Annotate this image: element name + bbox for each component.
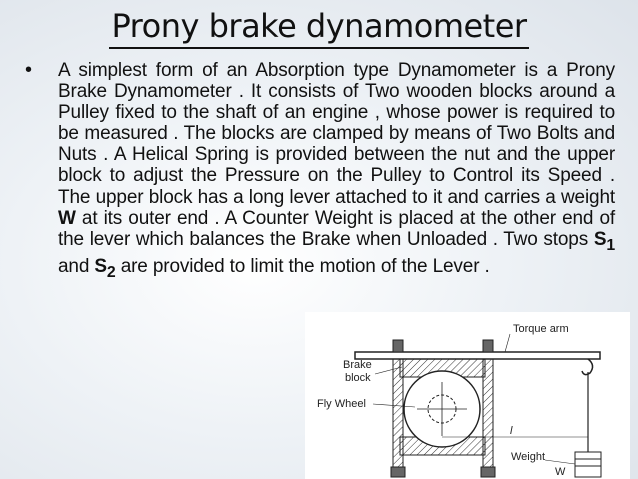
- leader-weight: [544, 459, 576, 465]
- leader-brake: [374, 366, 403, 375]
- bold-symbol-letter: S: [593, 228, 607, 250]
- text-run: at its outer end . A Counter Weight is p…: [58, 207, 615, 250]
- text-run: A simplest form of an Absorption type Dy…: [58, 60, 615, 208]
- bold-symbol: S2: [94, 255, 116, 281]
- bold-symbol: W: [58, 208, 76, 229]
- diagram-svg: Torque arm Brake block Fly Wheel l Weigh…: [317, 323, 602, 478]
- text-run: are provided to limit the motion of the …: [115, 255, 490, 277]
- prony-brake-diagram: Torque arm Brake block Fly Wheel l Weigh…: [305, 312, 630, 479]
- torque-arm-shape: [354, 351, 601, 360]
- bolt-nut-right-bottom: [480, 466, 496, 478]
- side-block-left: [392, 358, 404, 475]
- hook-shape: [581, 358, 594, 376]
- slide-title: Prony brake dynamometer: [109, 6, 529, 49]
- label-block: block: [345, 372, 371, 384]
- bolt-nut-left-top: [392, 339, 404, 353]
- label-l: l: [510, 425, 513, 437]
- label-weight: Weight: [511, 451, 545, 463]
- label-torque-arm: Torque arm: [513, 323, 569, 335]
- text-run: and: [58, 255, 95, 277]
- bullet-icon: •: [25, 59, 33, 81]
- label-brake: Brake: [343, 359, 372, 371]
- label-flywheel: Fly Wheel: [317, 398, 366, 410]
- slide-title-container: Prony brake dynamometer: [0, 6, 638, 49]
- leader-torque: [504, 333, 511, 353]
- bullet-item: • A simplest form of an Absorption type …: [25, 59, 615, 283]
- label-w: W: [555, 466, 566, 478]
- bullet-paragraph: A simplest form of an Absorption type Dy…: [58, 60, 615, 283]
- bolt-nut-left-bottom: [390, 466, 406, 478]
- bold-symbol: S1: [593, 228, 615, 254]
- bold-symbol-letter: W: [58, 207, 76, 229]
- weight-block: [574, 451, 602, 478]
- bold-symbol-subscript: 1: [606, 236, 615, 254]
- leader-flywheel: [372, 403, 416, 408]
- bold-symbol-subscript: 2: [106, 263, 116, 281]
- bold-symbol-letter: S: [94, 255, 107, 277]
- bolt-nut-right-top: [482, 339, 494, 353]
- side-block-right: [482, 358, 494, 475]
